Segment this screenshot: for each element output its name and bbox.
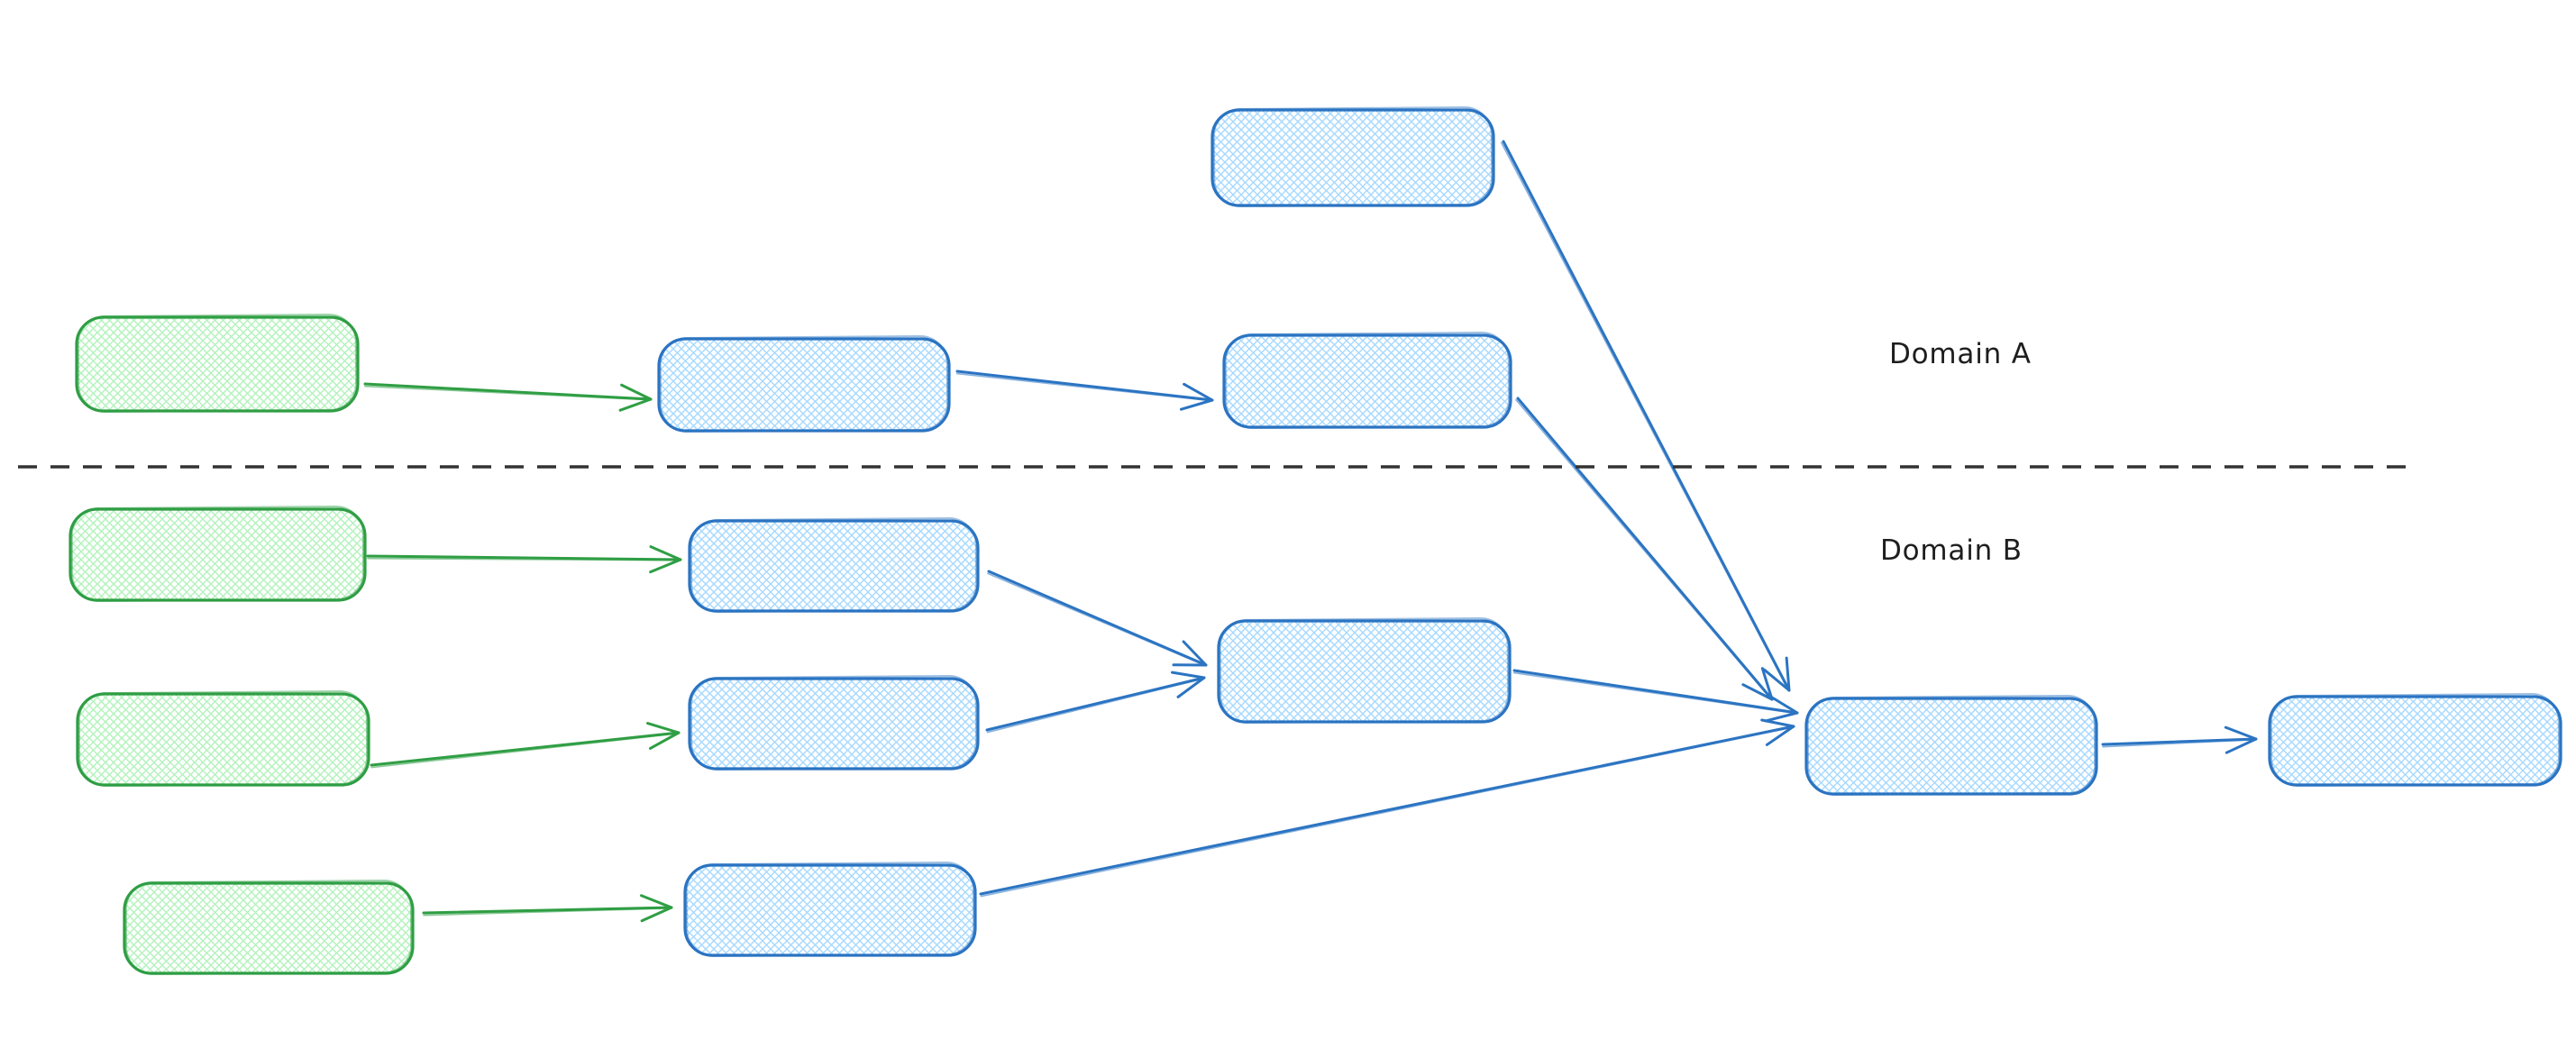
edge-aggregator-to-output: [2101, 725, 2258, 754]
node-blue-stage-a1: [657, 334, 951, 433]
edge-b2-to-merge: [985, 670, 1206, 734]
node-blue-stage-b4: [683, 861, 977, 958]
node-green-input-1: [75, 314, 360, 413]
node-blue-stage-a2: [1222, 332, 1512, 429]
edge-green2-to-b1: [366, 545, 682, 574]
node-blue-output: [2268, 692, 2562, 788]
node-blue-aggregator: [1804, 694, 2098, 797]
node-blue-stage-b1: [688, 516, 980, 614]
edge-b4-to-aggregator: [979, 718, 1795, 898]
edge-a2-to-aggregator: [1515, 397, 1774, 701]
edge-b1-to-merge: [987, 570, 1208, 667]
node-green-input-2: [69, 505, 367, 603]
node-blue-merge-b: [1217, 616, 1512, 725]
node-green-input-4: [123, 879, 415, 976]
domain-a-label: Domain A: [1889, 338, 2032, 370]
edge-green3-to-b2: [370, 722, 681, 769]
edge-green1-to-a1: [363, 382, 653, 412]
node-green-input-3: [76, 689, 370, 788]
edge-top-to-aggregator: [1500, 140, 1791, 692]
edge-a1-to-a2: [955, 369, 1214, 411]
domain-b-label: Domain B: [1880, 534, 2023, 567]
edges-layer: [363, 140, 2258, 923]
edge-green4-to-b4: [422, 894, 673, 923]
node-blue-stage-b2: [688, 674, 980, 771]
node-source-top: [1210, 106, 1495, 207]
nodes-layer: [69, 106, 2562, 976]
edge-merge-to-aggregator: [1512, 669, 1799, 723]
